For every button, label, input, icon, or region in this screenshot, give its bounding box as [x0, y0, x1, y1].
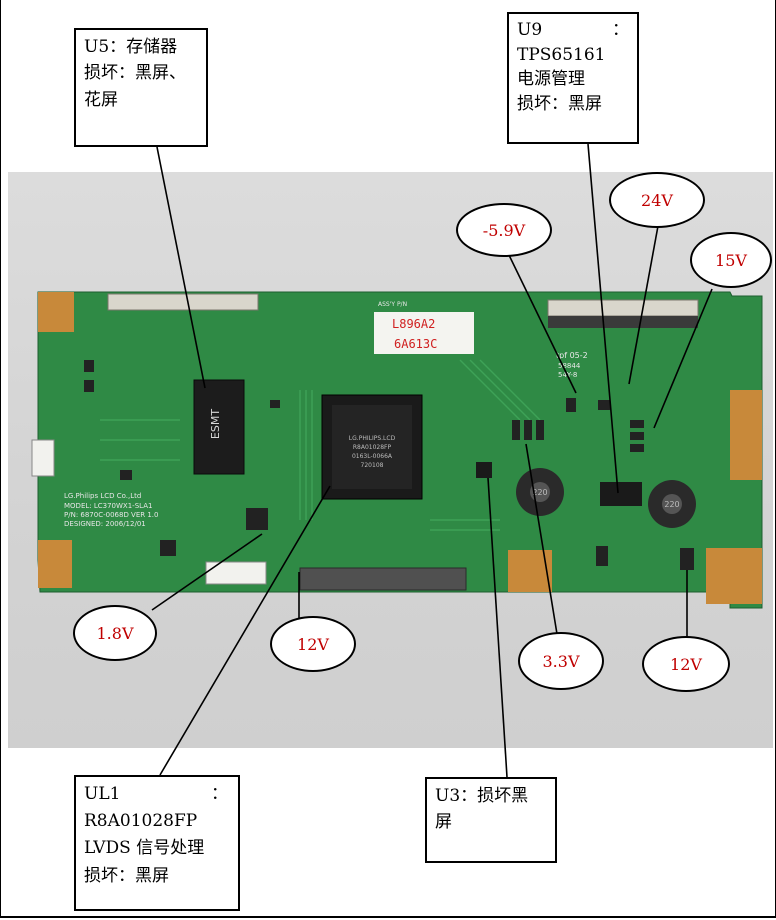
inductor-label-left: 220 [532, 488, 547, 497]
chip-u3 [476, 462, 492, 478]
sticker-bottom: 6A613C [394, 337, 437, 351]
callout-u9-line-3: 电源管理 [517, 69, 585, 90]
voltage-15v: 15V [690, 232, 772, 288]
leader-lines [151, 143, 713, 778]
callout-u9-line-4: 损坏：黑屏 [517, 93, 602, 114]
leader-u3 [487, 477, 508, 778]
callout-u9-colon: ： [612, 20, 629, 40]
connector-bottom-left [205, 561, 267, 585]
tpf-line-1: 58844 [558, 362, 581, 370]
silk-line-4: DESIGNED: 2006/12/01 [64, 520, 146, 528]
voltage-1-8v: 1.8V [73, 605, 157, 661]
main-ic-text-4: 720108 [361, 462, 384, 469]
leader-15v [653, 288, 713, 429]
silk-line-1: LG.Philips LCD Co.,Ltd [64, 492, 141, 500]
connector-bottom [299, 567, 467, 591]
copper-pad-bottom-right [706, 548, 762, 604]
callout-ul1-line-3: LVDS 信号处理 [84, 838, 205, 859]
leader-u5 [156, 146, 206, 389]
voltage-12v-left: 12V [270, 616, 356, 672]
inductor-label-right: 220 [664, 500, 679, 509]
callout-u3: U3：损坏黑 屏 [425, 777, 557, 863]
callout-ul1-line-2: R8A01028FP [84, 811, 198, 832]
connector-side [31, 439, 55, 477]
callout-u9: U9 ： TPS65161 电源管理 损坏：黑屏 [507, 12, 639, 144]
voltage-12v-right: 12V [642, 636, 730, 692]
silk-line-2: MODEL: LC370WX1-SLA1 [64, 502, 152, 510]
callout-u5-line-1: U5：存储器 [84, 37, 178, 57]
callout-u9-id: U9 [517, 20, 543, 40]
callout-u5-line-3: 花屏 [84, 89, 118, 110]
sticker-top: L896A2 [392, 317, 435, 331]
leader-1-8v [151, 533, 263, 611]
callout-ul1-line-1: UL1 ： [84, 781, 230, 808]
callout-ul1-line-4: 损坏：黑屏 [84, 865, 169, 886]
connector-top-right [547, 299, 699, 317]
main-ic-text-3: 0163L-0066A [352, 453, 393, 460]
leader-24v [628, 225, 659, 385]
assy-label: ASS'Y P/N [378, 301, 407, 308]
callout-u5: U5：存储器 损坏：黑屏、 花屏 [74, 28, 208, 147]
callout-ul1: UL1 ： R8A01028FP LVDS 信号处理 损坏：黑屏 [74, 775, 240, 911]
callout-ul1-id: UL1 [84, 784, 121, 804]
voltage-neg5-9v: -5.9V [456, 203, 552, 257]
sticker [374, 312, 474, 354]
callout-u9-line-1: U9 ： [517, 18, 629, 43]
callout-u3-line-1: U3：损坏黑 [435, 786, 529, 806]
small-components [84, 360, 694, 570]
copper-pad-bottom-mid [508, 550, 552, 592]
connector-top-left [107, 293, 259, 311]
callout-u3-line-2: 屏 [435, 812, 452, 833]
memory-chip-u5 [193, 379, 245, 475]
voltage-24v: 24V [609, 172, 705, 228]
leader-u9 [587, 143, 619, 494]
main-ic-text-1: LG.PHILIPS.LCD [349, 435, 396, 442]
voltage-3-3v: 3.3V [518, 632, 604, 690]
silk-line-3: P/N: 6870C-0068D VER 1.0 [64, 511, 159, 519]
copper-pad-right [730, 390, 762, 480]
callout-ul1-colon: ： [211, 784, 228, 804]
copper-pad-bottom-left [38, 540, 72, 588]
leader-ul1 [159, 485, 331, 776]
callout-u5-line-2: 损坏：黑屏、 [84, 63, 186, 84]
pcb-traces [100, 359, 541, 531]
main-ic-text-2: R8A01028FP [353, 444, 392, 451]
tpf-label: tpf 05-2 [556, 351, 588, 360]
copper-pad-top-left [38, 292, 74, 332]
esmt-label: ESMT [209, 409, 222, 439]
leader-3-3v [525, 443, 558, 635]
leader-neg5-9 [507, 252, 577, 394]
power-ic-u9 [600, 482, 642, 506]
callout-u9-line-2: TPS65161 [517, 44, 606, 65]
